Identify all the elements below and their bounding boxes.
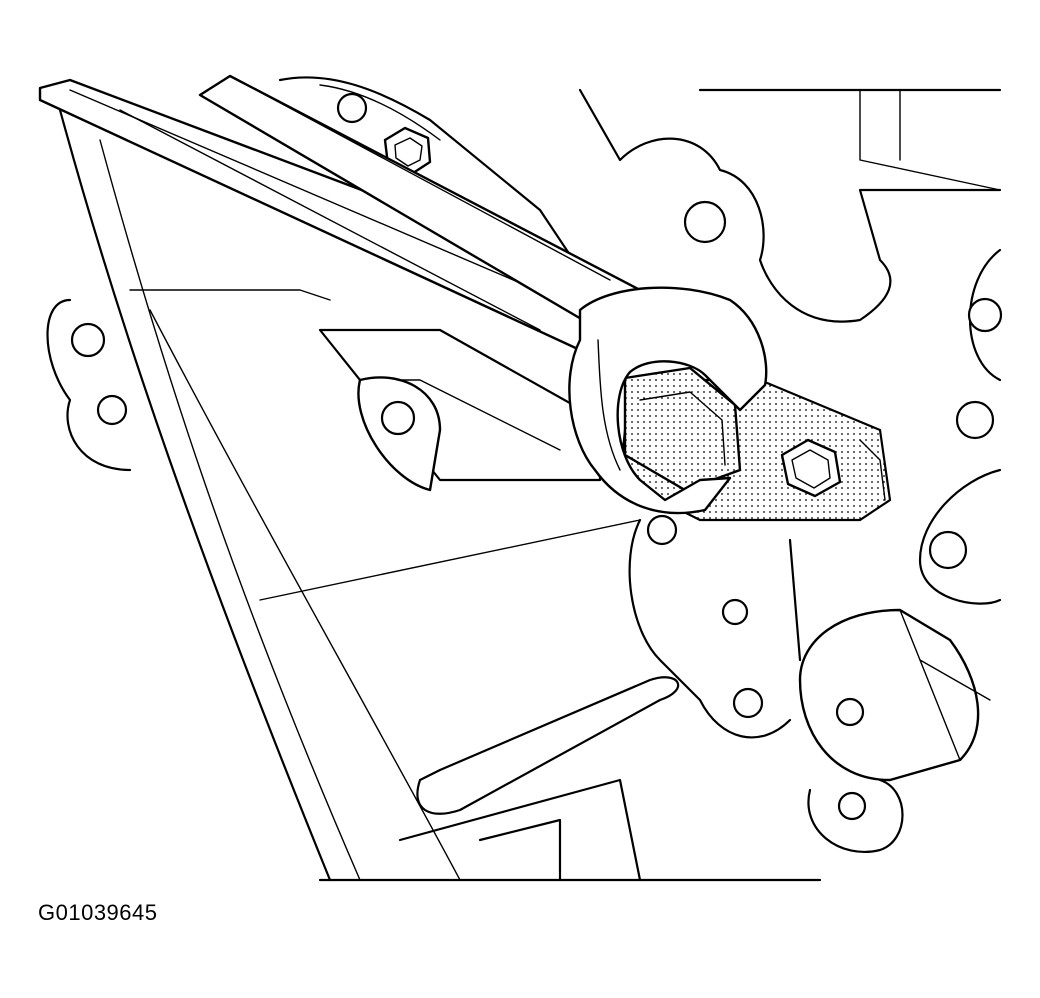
engine-housing [46,76,1002,882]
mounting-holes [70,92,1003,821]
figure-id-label: G01039645 [38,900,158,925]
bracket-bolt [780,438,842,498]
technical-illustration [38,74,1003,882]
wrench [38,74,768,515]
